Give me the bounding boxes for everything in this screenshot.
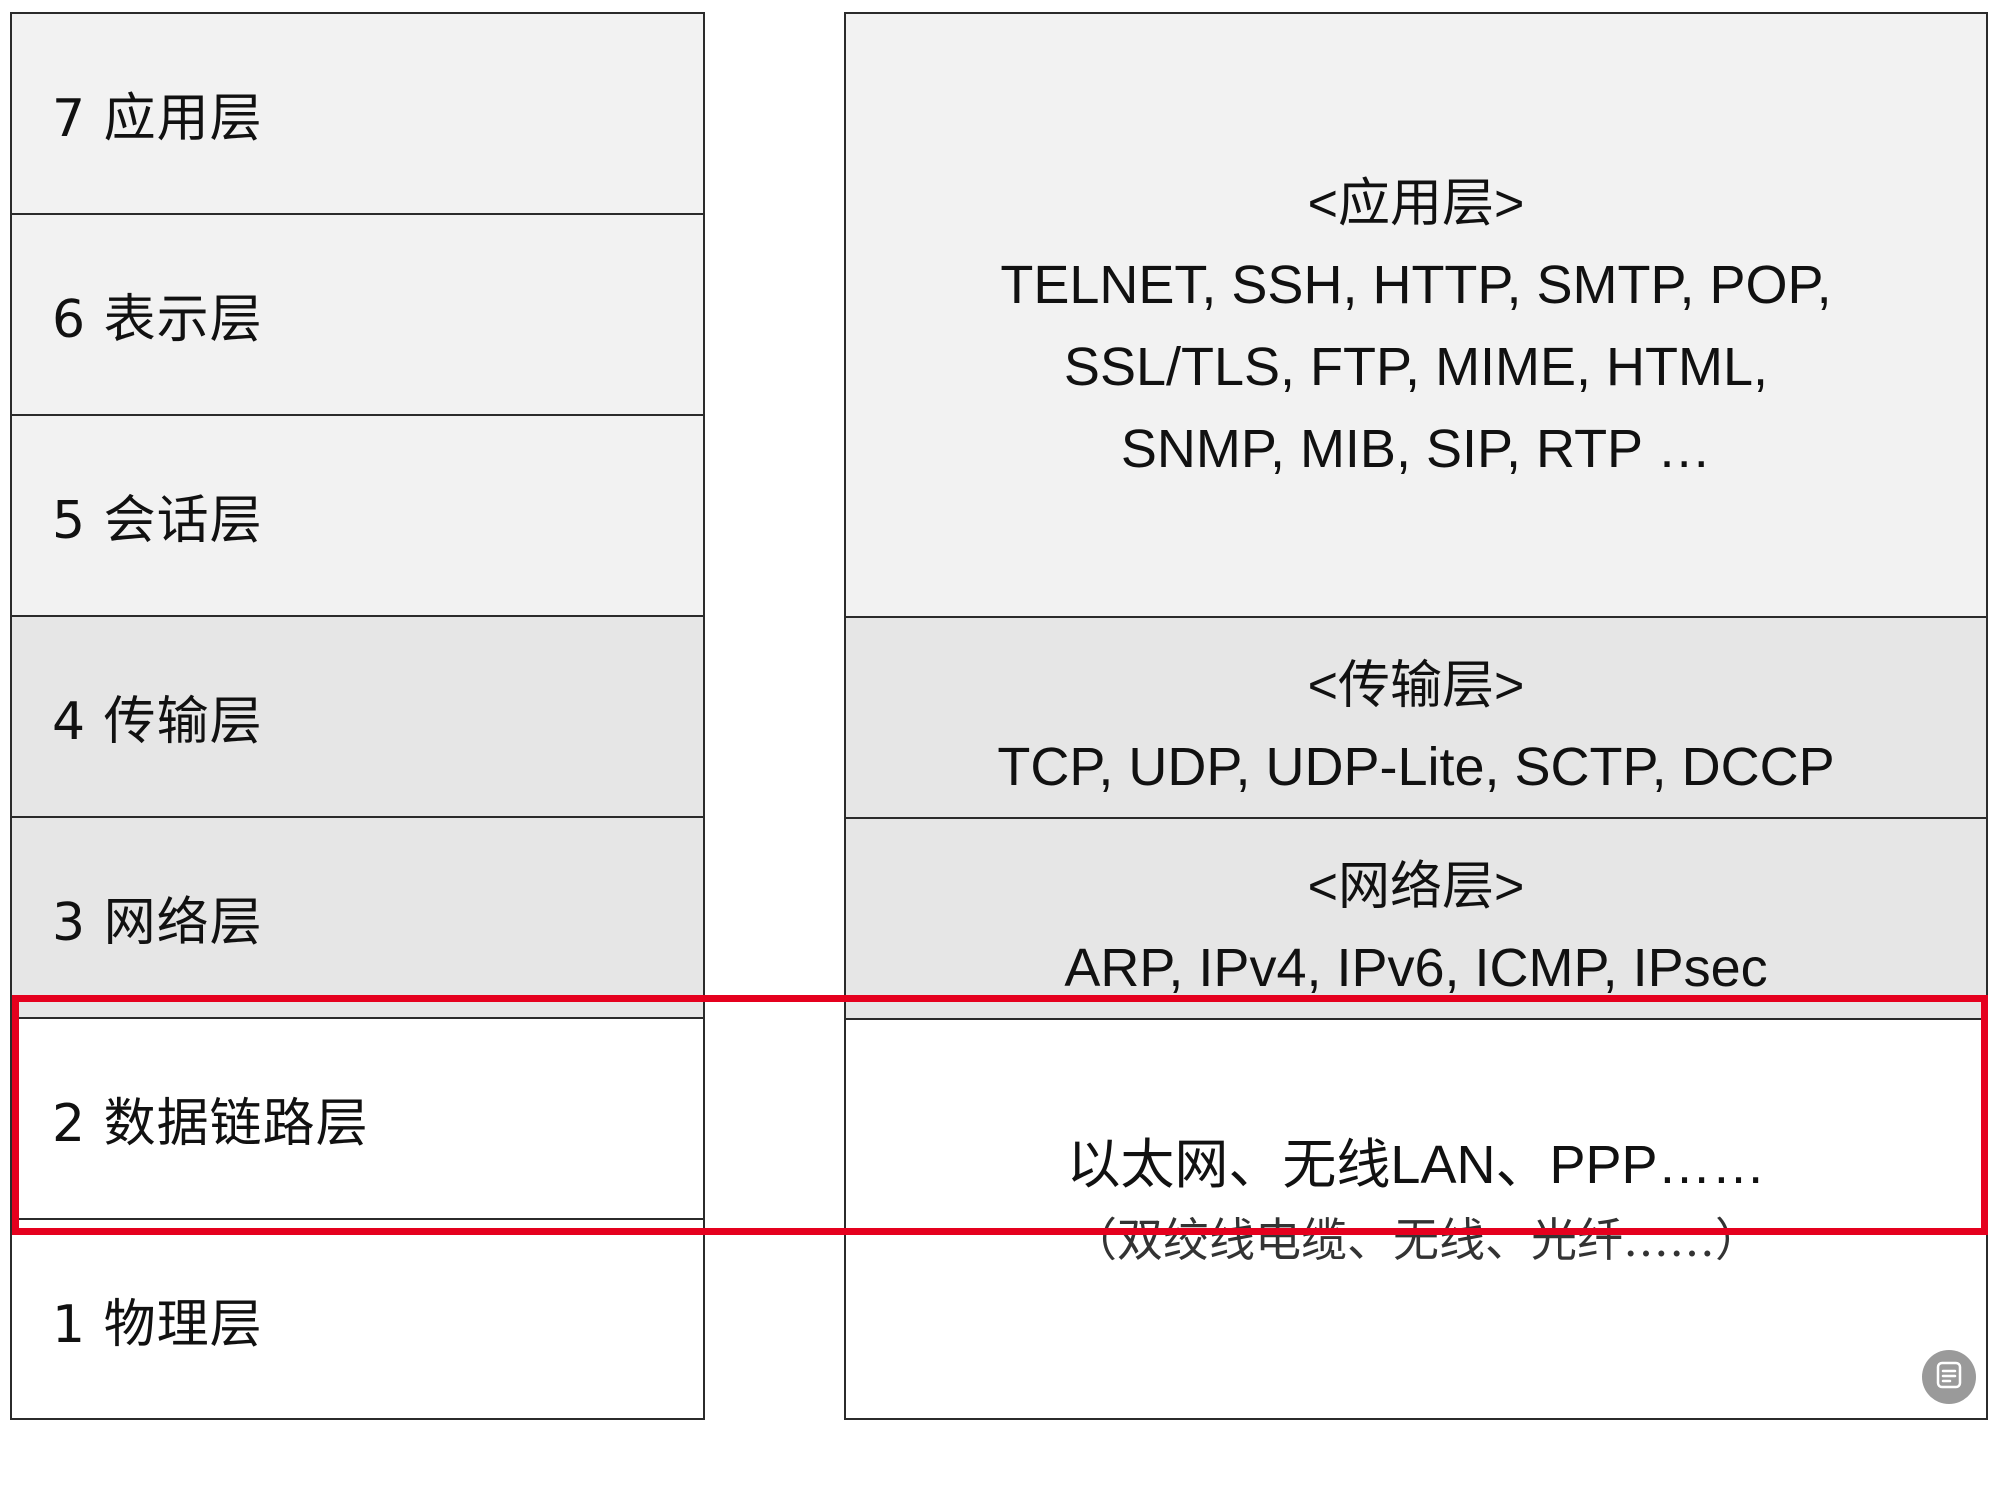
document-scan-icon bbox=[1932, 1358, 1966, 1396]
osi-layer-6-label: 6 表示层 bbox=[52, 290, 263, 350]
document-scan-button[interactable] bbox=[1922, 1350, 1976, 1404]
osi-layer-3: 3 网络层 bbox=[12, 818, 703, 1019]
osi-layer-1-label: 1 物理层 bbox=[52, 1294, 263, 1355]
link-protocols-line: 以太网、无线LAN、PPP…… bbox=[1066, 1135, 1766, 1195]
osi-layer-4-label: 4 传输层 bbox=[52, 692, 263, 752]
osi-layer-stack: 7 应用层 6 表示层 5 会话层 4 传输层 3 网络层 2 数据链路层 1 … bbox=[10, 12, 705, 1420]
osi-layer-5-label: 5 会话层 bbox=[52, 491, 263, 551]
application-protocols: <应用层> TELNET, SSH, HTTP, SMTP, POP, SSL/… bbox=[846, 14, 1986, 618]
transport-heading: <传输层> bbox=[1307, 657, 1525, 715]
protocol-stack: <应用层> TELNET, SSH, HTTP, SMTP, POP, SSL/… bbox=[844, 12, 1988, 1420]
osi-layer-7-label: 7 应用层 bbox=[52, 89, 263, 149]
application-heading: <应用层> bbox=[1307, 175, 1525, 233]
osi-layer-2-label: 2 数据链路层 bbox=[52, 1094, 369, 1154]
application-protocols-line-3: SNMP, MIB, SIP, RTP … bbox=[1120, 419, 1712, 479]
osi-layer-7: 7 应用层 bbox=[12, 14, 703, 215]
application-protocols-line-1: TELNET, SSH, HTTP, SMTP, POP, bbox=[1000, 255, 1832, 315]
network-protocols-line: ARP, IPv4, IPv6, ICMP, IPsec bbox=[1064, 938, 1768, 998]
osi-layer-2: 2 数据链路层 bbox=[12, 1019, 703, 1220]
application-protocols-line-2: SSL/TLS, FTP, MIME, HTML, bbox=[1063, 337, 1769, 397]
transport-protocols: <传输层> TCP, UDP, UDP-Lite, SCTP, DCCP bbox=[846, 618, 1986, 819]
transport-protocols-line: TCP, UDP, UDP-Lite, SCTP, DCCP bbox=[997, 737, 1835, 797]
physical-media-line: （双绞线电缆、无线、光纤……） bbox=[1071, 1213, 1761, 1267]
network-heading: <网络层> bbox=[1307, 858, 1525, 916]
network-protocols: <网络层> ARP, IPv4, IPv6, ICMP, IPsec bbox=[846, 819, 1986, 1020]
osi-layer-1: 1 物理层 bbox=[12, 1220, 703, 1418]
link-physical-protocols: 以太网、无线LAN、PPP…… （双绞线电缆、无线、光纤……） bbox=[846, 1020, 1986, 1418]
osi-layer-3-label: 3 网络层 bbox=[52, 893, 263, 953]
osi-layer-6: 6 表示层 bbox=[12, 215, 703, 416]
osi-layer-5: 5 会话层 bbox=[12, 416, 703, 617]
osi-layer-4: 4 传输层 bbox=[12, 617, 703, 818]
